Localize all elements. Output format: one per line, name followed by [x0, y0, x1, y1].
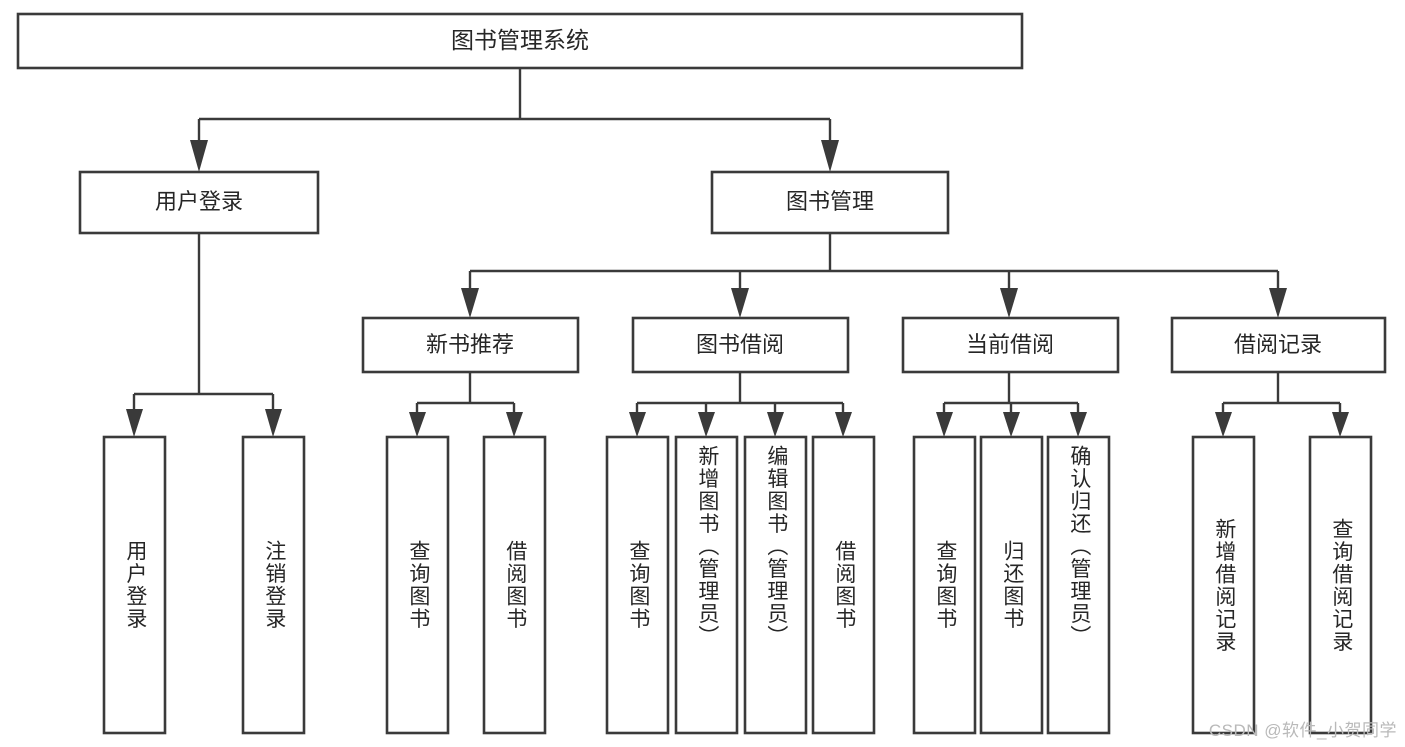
node-borrow-record-label: 借阅记录 [1234, 332, 1322, 357]
node-leaf-borrow-book-1-box[interactable] [482, 435, 547, 735]
node-user-login[interactable]: 用户登录 [78, 170, 320, 235]
node-new-book-rec-label: 新书推荐 [426, 332, 514, 357]
arrow-to-leaf-add-record [1215, 412, 1232, 437]
arrow-to-leaf-query-book-1 [409, 412, 426, 437]
arrow-to-leaf-query-book-2 [629, 412, 646, 437]
node-root[interactable]: 图书管理系统 [16, 12, 1024, 70]
node-current-borrow[interactable]: 当前借阅 [901, 316, 1120, 374]
arrow-to-leaf-add-book [698, 412, 715, 437]
leaf-boxes-group [102, 435, 1373, 735]
node-borrow-record[interactable]: 借阅记录 [1170, 316, 1387, 374]
arrow-to-borrow-record [1269, 288, 1287, 318]
node-book-borrow-label: 图书借阅 [696, 332, 784, 357]
node-book-borrow-box[interactable] [631, 316, 850, 374]
node-root-label: 图书管理系统 [451, 27, 589, 53]
arrow-to-leaf-return-book [1003, 412, 1020, 437]
csdn-watermark: CSDN @软件_小贺同学 [1208, 721, 1397, 740]
arrow-to-leaf-logout [265, 409, 282, 437]
node-leaf-confirm-return-box[interactable] [1046, 435, 1111, 735]
node-leaf-user-login-box[interactable] [102, 435, 167, 735]
node-user-login-label: 用户登录 [155, 189, 243, 214]
node-leaf-query-book-1-box[interactable] [385, 435, 450, 735]
arrow-to-leaf-query-record [1332, 412, 1349, 437]
node-leaf-borrow-book-2-box[interactable] [811, 435, 876, 735]
node-leaf-logout-box[interactable] [241, 435, 306, 735]
node-user-login-box[interactable] [78, 170, 320, 235]
node-leaf-edit-book-box[interactable] [743, 435, 808, 735]
arrow-to-new-book-rec [461, 288, 479, 318]
arrow-to-book-borrow [731, 288, 749, 318]
node-new-book-rec-box[interactable] [361, 316, 580, 374]
node-current-borrow-label: 当前借阅 [966, 332, 1054, 357]
node-root-box[interactable] [16, 12, 1024, 70]
node-leaf-add-record-box[interactable] [1191, 435, 1256, 735]
arrow-to-book-manage [821, 140, 839, 172]
arrow-to-leaf-borrow-book-1 [506, 412, 523, 437]
arrow-to-user-login [190, 140, 208, 172]
node-leaf-return-book-box[interactable] [979, 435, 1044, 735]
arrow-to-leaf-query-book-3 [936, 412, 953, 437]
node-book-manage[interactable]: 图书管理 [710, 170, 950, 235]
connector-group [126, 68, 1349, 437]
node-leaf-add-book-box[interactable] [674, 435, 739, 735]
arrow-to-leaf-confirm-return [1070, 412, 1087, 437]
node-book-borrow[interactable]: 图书借阅 [631, 316, 850, 374]
arrow-to-leaf-borrow-book-2 [835, 412, 852, 437]
node-leaf-query-book-2-box[interactable] [605, 435, 670, 735]
node-current-borrow-box[interactable] [901, 316, 1120, 374]
node-book-manage-box[interactable] [710, 170, 950, 235]
node-book-manage-label: 图书管理 [786, 189, 874, 214]
arrow-to-leaf-edit-book [767, 412, 784, 437]
node-leaf-query-book-3-box[interactable] [912, 435, 977, 735]
arrow-to-current-borrow [1000, 288, 1018, 318]
arrow-to-leaf-user-login [126, 409, 143, 437]
node-leaf-query-record-box[interactable] [1308, 435, 1373, 735]
node-borrow-record-box[interactable] [1170, 316, 1387, 374]
node-new-book-rec[interactable]: 新书推荐 [361, 316, 580, 374]
